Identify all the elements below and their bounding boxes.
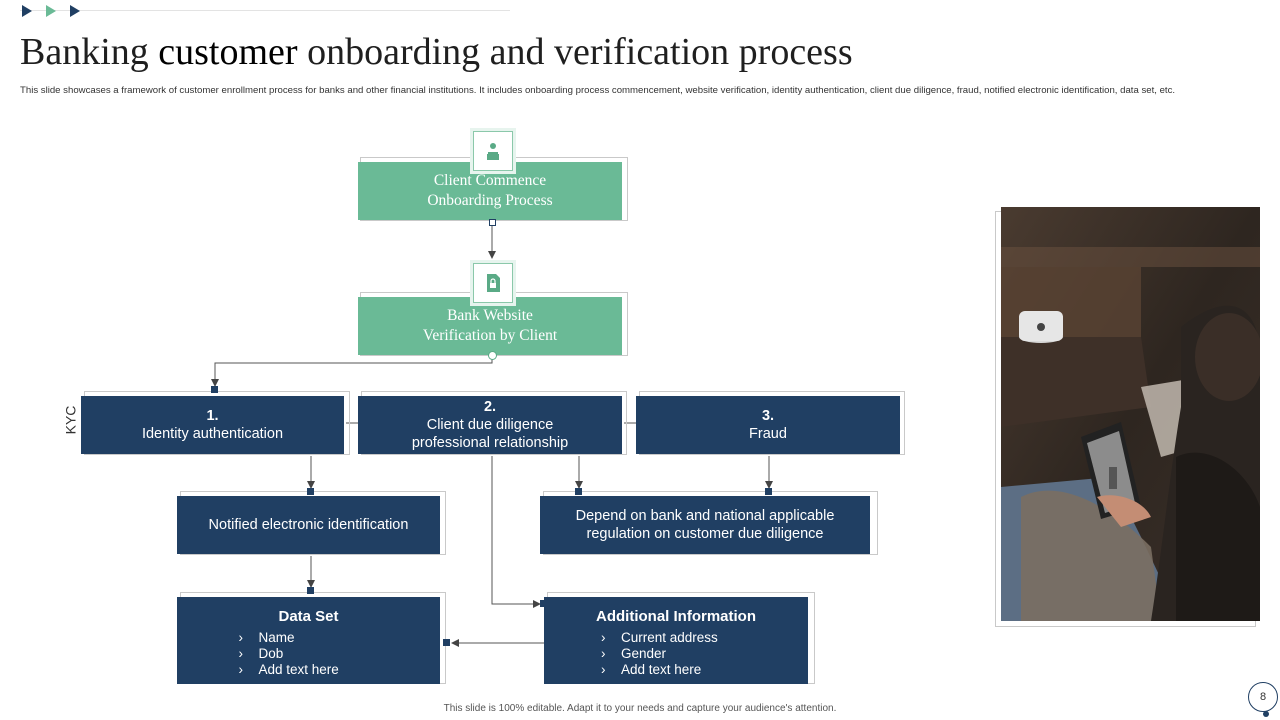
depend-anchor-left — [575, 488, 582, 495]
dataset-title: Data Set — [278, 608, 339, 625]
kyc2-line2: professional relationship — [411, 435, 569, 451]
kyc1-box: 1. Identity authentication — [81, 396, 344, 454]
depend-anchor-right — [765, 488, 772, 495]
list-item: ›Dob — [238, 646, 284, 661]
kyc-label: KYC — [62, 405, 79, 435]
page-number-dot — [1263, 711, 1269, 717]
list-item: ›Gender — [601, 646, 667, 661]
additional-title: Additional Information — [596, 608, 756, 625]
chevron-right-icon: › — [238, 646, 244, 661]
dataset-box: Data Set ›Name ›Dob ›Add text here — [177, 597, 440, 684]
depend-box: Depend on bank and national applicable r… — [540, 496, 870, 554]
chevron-right-icon: › — [238, 630, 244, 645]
kyc1-label: Identity authentication — [141, 426, 284, 442]
dataset-anchor-right — [443, 639, 450, 646]
lock-document-icon — [473, 263, 513, 303]
kyc3-label: Fraud — [749, 426, 787, 442]
kyc1-number: 1. — [206, 408, 219, 424]
page-number-badge: 8 — [1248, 682, 1278, 712]
user-desk-icon — [473, 131, 513, 171]
list-item: ›Add text here — [601, 662, 702, 677]
connector-step2-kyc — [211, 356, 493, 387]
step2-box: Bank Website Verification by Client — [358, 297, 622, 355]
kyc3-box: 3. Fraud — [636, 396, 900, 454]
title-part-1: Banking — [20, 31, 149, 73]
kyc2-number: 2. — [483, 399, 497, 415]
slide-title: Banking customer onboarding and verifica… — [20, 30, 853, 74]
chevron-right-icon: › — [601, 630, 606, 645]
chevron-right-icon: › — [601, 662, 606, 677]
connector-kyc2-additional — [491, 456, 541, 608]
kyc3-number: 3. — [761, 408, 775, 424]
list-item: ›Name — [238, 630, 295, 645]
dataset-anchor-top — [307, 587, 314, 594]
dataset-list: ›Name ›Dob ›Add text here — [239, 630, 419, 678]
notified-label: Notified electronic identification — [208, 517, 409, 533]
additional-box: Additional Information ›Current address … — [544, 597, 808, 684]
notified-anchor — [307, 488, 314, 495]
play-arrow-icon — [22, 5, 32, 17]
title-part-2: customer — [158, 31, 298, 73]
footer-text: This slide is 100% editable. Adapt it to… — [443, 703, 837, 714]
slide-subtitle: This slide showcases a framework of cust… — [20, 85, 1176, 96]
title-part-3: onboarding and verification process — [307, 31, 853, 73]
list-item: ›Current address — [601, 630, 718, 645]
step2-line1: Bank Website — [447, 307, 533, 324]
step1-line1: Client Commence — [433, 172, 547, 189]
kyc1-anchor — [211, 386, 218, 393]
notified-box: Notified electronic identification — [177, 496, 440, 554]
depend-line2: regulation on customer due diligence — [586, 526, 824, 542]
kyc2-line1: Client due diligence — [426, 417, 554, 433]
step2-anchor — [488, 351, 497, 360]
step1-line2: Onboarding Process — [427, 192, 553, 209]
additional-list: ›Current address ›Gender ›Add text here — [601, 630, 791, 678]
list-item: ›Add text here — [238, 662, 339, 677]
chevron-right-icon: › — [601, 646, 606, 661]
additional-anchor — [540, 600, 547, 607]
step1-box: Client Commence Onboarding Process — [358, 162, 622, 220]
kyc2-box: 2. Client due diligence professional rel… — [358, 396, 622, 454]
play-arrow-icon — [70, 5, 80, 17]
header-divider-line — [20, 10, 510, 11]
page-number: 8 — [1259, 691, 1267, 703]
play-arrow-icon — [46, 5, 56, 17]
customer-phone-photo — [1001, 207, 1260, 621]
step1-anchor — [489, 219, 496, 226]
depend-line1: Depend on bank and national applicable — [575, 508, 835, 524]
step2-line2: Verification by Client — [422, 327, 558, 344]
chevron-right-icon: › — [238, 662, 244, 677]
